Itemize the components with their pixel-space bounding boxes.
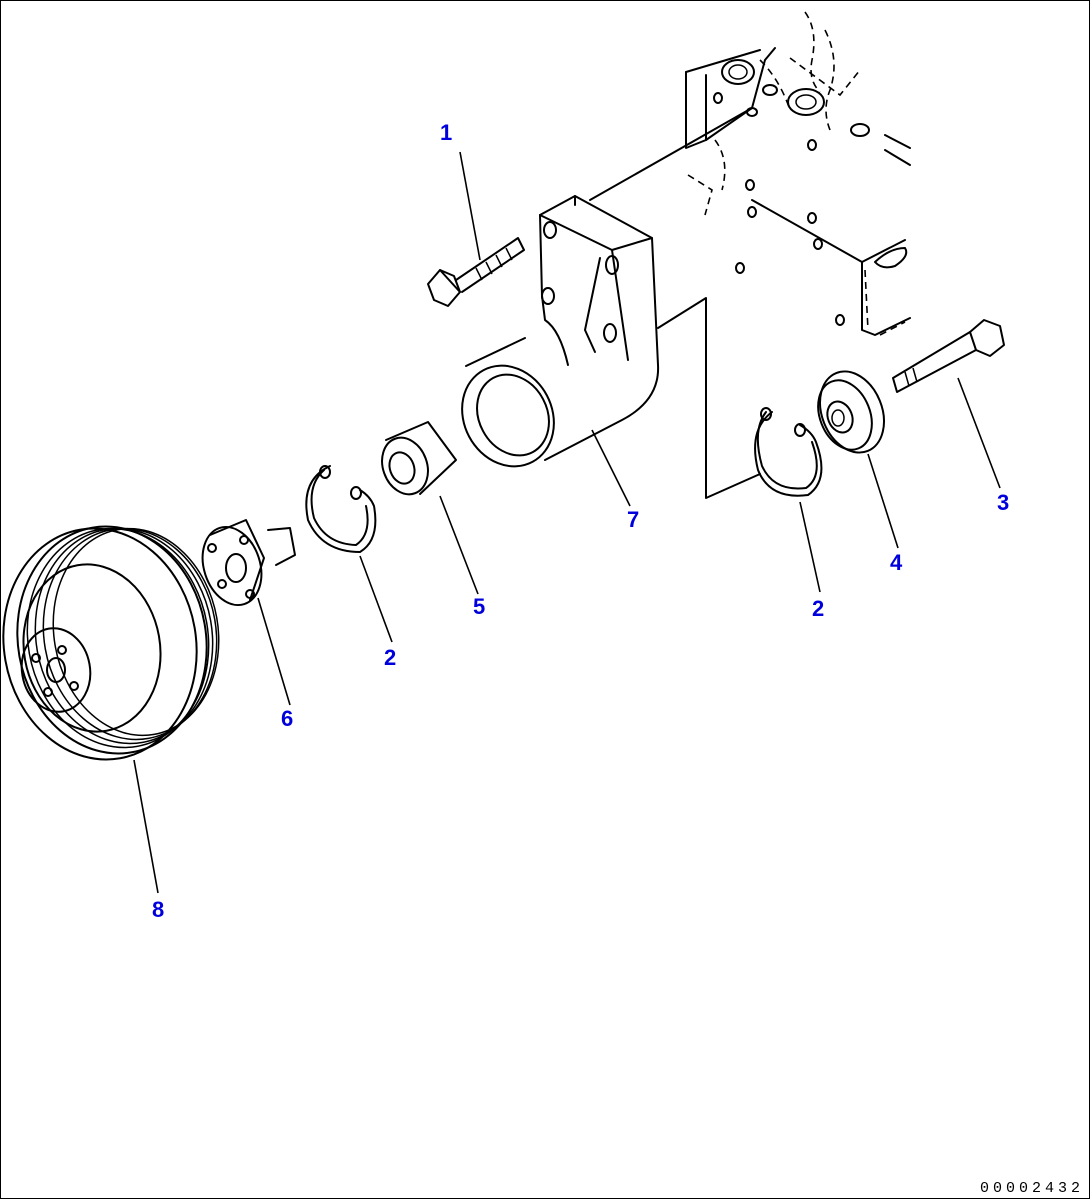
callout-2-right: 2 (812, 596, 824, 621)
leader-lines (133, 151, 1001, 894)
part-7-bracket (461, 195, 660, 468)
part-1-bolt (427, 237, 525, 307)
callout-5: 5 (473, 594, 485, 619)
engine-block (589, 11, 911, 499)
part-3-bolt (892, 319, 1005, 393)
part-2-snap-ring-left (305, 465, 377, 553)
part-4-idler-pulley (817, 370, 885, 454)
callout-3: 3 (997, 490, 1009, 515)
callout-2-left: 2 (384, 645, 396, 670)
callout-6: 6 (281, 706, 293, 731)
part-8-pulley (2, 525, 220, 761)
part-5-bushing (381, 421, 457, 496)
drawing-code: 00002432 (979, 1180, 1084, 1197)
callout-4: 4 (890, 550, 903, 575)
callout-1: 1 (440, 120, 452, 145)
part-6-hub (201, 519, 296, 607)
part-2-snap-ring-right (754, 407, 823, 497)
callout-8: 8 (152, 897, 164, 922)
callout-7: 7 (627, 507, 639, 532)
